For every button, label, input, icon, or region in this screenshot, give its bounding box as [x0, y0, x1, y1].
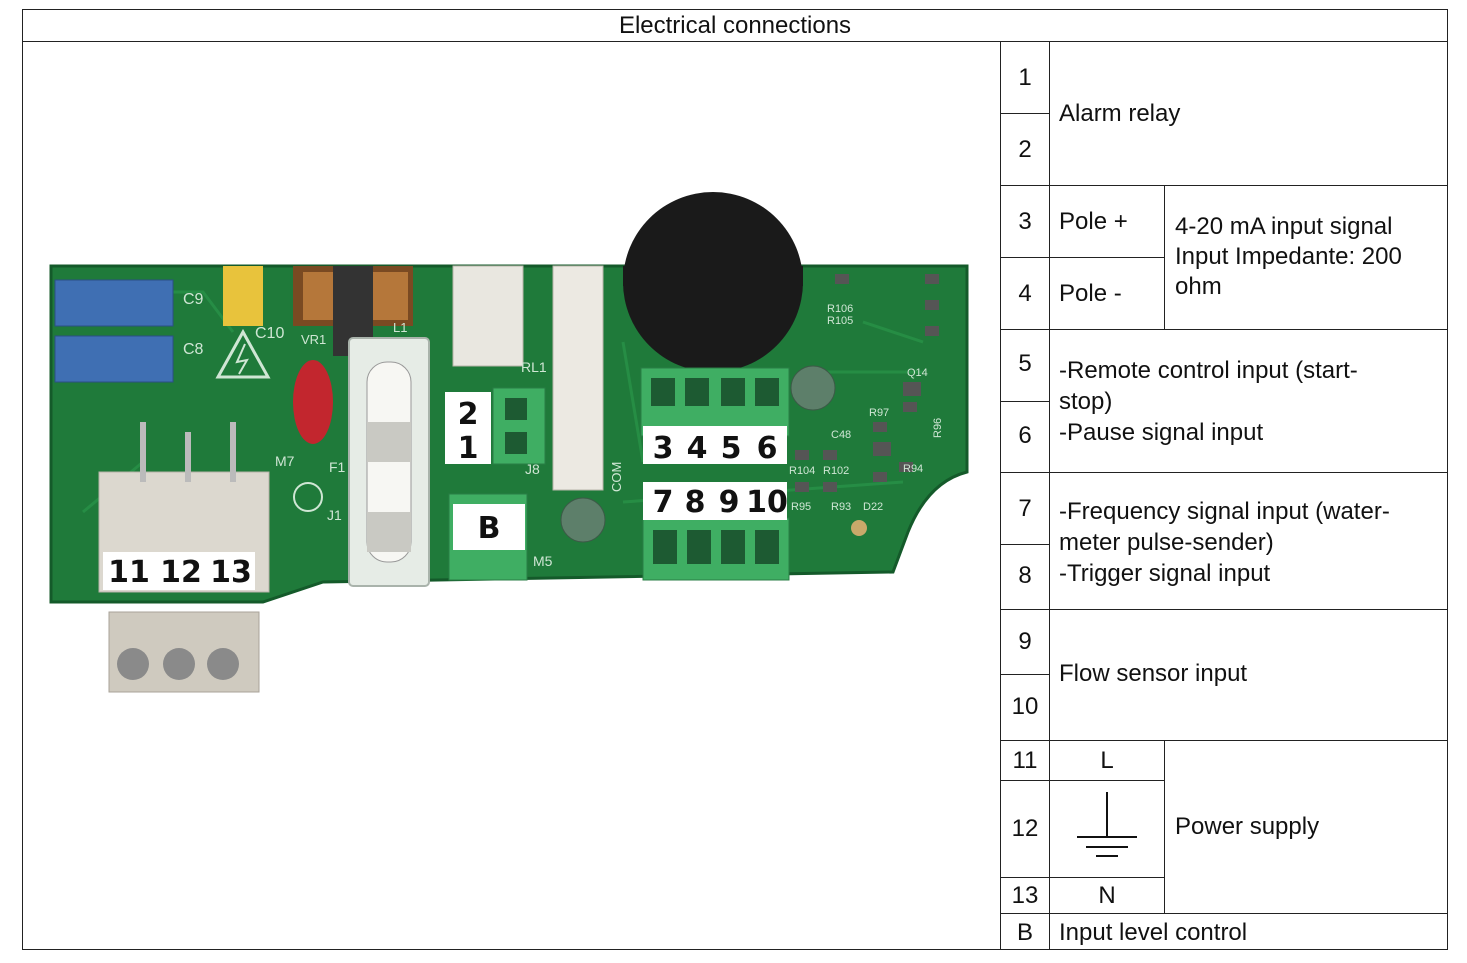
capacitor-c9	[54, 279, 174, 327]
ma-signal-description: 4-20 mA input signal Input Impedante: 20…	[1175, 212, 1402, 302]
silk-r97: R97	[869, 407, 889, 419]
earth-icon-board	[293, 482, 323, 512]
silk-c8: C8	[183, 341, 204, 358]
freq-line-2: meter pulse-sender)	[1059, 529, 1274, 556]
silk-m5: M5	[533, 553, 553, 569]
row-num-3: 3	[1018, 208, 1032, 235]
row-num-b: B	[1016, 919, 1033, 946]
row-num-11: 11	[1012, 747, 1038, 774]
mount-hole	[560, 497, 606, 543]
warning-icon	[215, 328, 271, 379]
terminal-label-9: 9	[719, 485, 740, 520]
varistor-vr1	[293, 360, 333, 444]
relay-rl1	[452, 265, 524, 367]
silk-j8: J8	[525, 461, 540, 477]
silk-r95: R95	[791, 501, 811, 513]
flow-sensor-label: Flow sensor input	[1059, 660, 1248, 687]
row-num-5: 5	[1018, 350, 1032, 377]
silk-r94: R94	[903, 463, 923, 475]
row-num-8: 8	[1018, 562, 1032, 589]
alarm-relay-label: Alarm relay	[1059, 100, 1181, 127]
pole-minus-label: Pole -	[1059, 280, 1122, 307]
relay-label-1: 1	[458, 431, 479, 466]
silk-d22: D22	[863, 501, 883, 513]
ma-signal-line-2: Input Impedante: 200	[1175, 243, 1402, 270]
input-level-control-label: Input level control	[1059, 919, 1248, 946]
table-title: Electrical connections	[22, 9, 1448, 42]
silk-m7: M7	[275, 453, 295, 469]
neutral-label: N	[1098, 882, 1116, 909]
remote-control-description: -Remote control input (start- stop) -Pau…	[1059, 355, 1358, 448]
terminal-label-6: 6	[757, 431, 778, 466]
silk-f1: F1	[329, 459, 346, 475]
silk-c10: C10	[255, 325, 284, 342]
silk-rl1: RL1	[521, 359, 547, 375]
row-num-9: 9	[1018, 628, 1032, 655]
silk-r106: R106	[827, 303, 853, 315]
freq-line-1: -Frequency signal input (water-	[1059, 498, 1390, 525]
relay-label-2: 2	[458, 397, 479, 432]
silk-l1: L1	[393, 320, 407, 335]
row-num-7: 7	[1018, 495, 1032, 522]
pole-plus-label: Pole +	[1059, 208, 1128, 235]
ma-signal-line-3: ohm	[1175, 273, 1222, 300]
terminal-label-5: 5	[721, 431, 742, 466]
terminal-label-b: B	[478, 511, 501, 546]
terminal-label-13: 13	[210, 555, 252, 590]
terminal-label-4: 4	[687, 431, 708, 466]
terminal-label-12: 12	[160, 555, 202, 590]
silk-r105: R105	[827, 315, 853, 327]
terminal-label-8: 8	[685, 485, 706, 520]
terminal-label-7: 7	[653, 485, 674, 520]
silk-vr1: VR1	[301, 332, 326, 347]
ma-signal-line-1: 4-20 mA input signal	[1175, 213, 1393, 240]
frequency-description: -Frequency signal input (water- meter pu…	[1059, 496, 1390, 589]
silk-c9: C9	[183, 291, 204, 308]
terminal-label-11: 11	[108, 555, 150, 590]
silk-com: COM	[609, 462, 624, 492]
row-num-4: 4	[1018, 280, 1032, 307]
silk-c48: C48	[831, 429, 851, 441]
ground-icon	[1077, 792, 1137, 857]
remote-line-2: stop)	[1059, 388, 1113, 415]
freq-line-3: -Trigger signal input	[1059, 560, 1271, 587]
row-num-2: 2	[1018, 136, 1032, 163]
silk-r102: R102	[823, 465, 849, 477]
silk-r96: R96	[932, 418, 944, 438]
remote-line-1: -Remote control input (start-	[1059, 357, 1358, 384]
row-num-10: 10	[1011, 693, 1039, 720]
row-num-12: 12	[1011, 815, 1039, 842]
silk-j1: J1	[327, 507, 342, 523]
row-num-1: 1	[1018, 64, 1032, 91]
circuit-board-photo: 2 1 3 4 5 6 7 8 9 10 B 11 12 13 C9 C8 C1…	[49, 192, 969, 693]
connector-header	[552, 265, 604, 491]
remote-line-3: -Pause signal input	[1059, 419, 1264, 446]
live-label: L	[1100, 747, 1114, 774]
row-num-6: 6	[1018, 422, 1032, 449]
capacitor-c8	[54, 335, 174, 383]
silk-r104: R104	[789, 465, 815, 477]
terminal-label-10: 10	[746, 485, 788, 520]
power-supply-label: Power supply	[1175, 813, 1320, 840]
terminal-label-3: 3	[653, 431, 674, 466]
silk-q14: Q14	[907, 367, 928, 379]
silk-r93: R93	[831, 501, 851, 513]
row-num-13: 13	[1011, 882, 1039, 909]
